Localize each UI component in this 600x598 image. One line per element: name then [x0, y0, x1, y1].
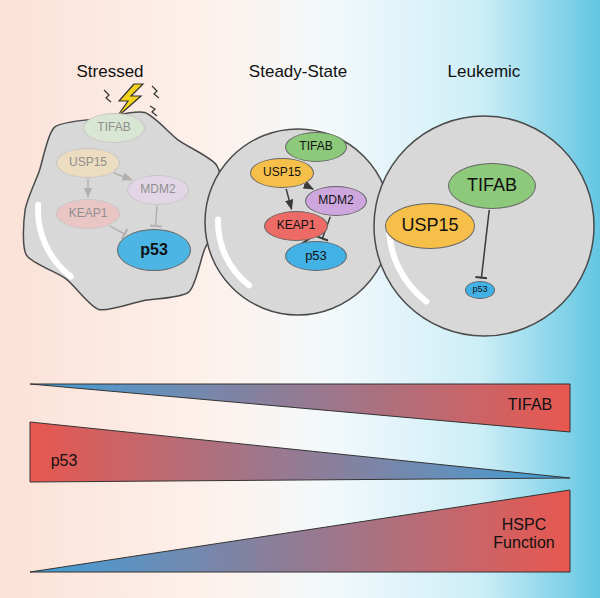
wedge-outline — [30, 384, 570, 432]
mdm2-node: MDM2 — [127, 175, 189, 205]
keap1-node: KEAP1 — [56, 199, 120, 229]
p53-node: p53 — [465, 281, 495, 300]
stressed-cell — [23, 112, 224, 310]
tifab-node: TIFAB — [285, 132, 347, 162]
p53-node: p53 — [117, 229, 191, 271]
protein-label: TIFAB — [299, 140, 332, 153]
protein-label: USP15 — [263, 166, 301, 179]
tifab-node: TIFAB — [83, 113, 145, 143]
wedge-outline — [30, 490, 570, 572]
inhibition-edge — [110, 226, 126, 235]
tifab-node: TIFAB — [448, 163, 536, 209]
gradient-wedge: TIFAB — [30, 384, 570, 432]
mdm2-node: MDM2 — [305, 186, 367, 216]
steady-cell — [205, 129, 391, 315]
nucleus-arc — [215, 216, 252, 288]
activation-arrow — [286, 189, 291, 209]
protein-label: KEAP1 — [277, 219, 316, 232]
protein-label: p53 — [305, 249, 327, 263]
protein-label: USP15 — [401, 216, 458, 236]
protein-label: p53 — [140, 241, 168, 259]
gradient-wedge: HSPC Function — [30, 490, 570, 572]
protein-label: USP15 — [69, 156, 107, 169]
panel-heading: Leukemic — [448, 62, 521, 82]
protein-label: TIFAB — [467, 176, 517, 196]
inhibition-edge — [156, 206, 157, 227]
usp15-node: USP15 — [250, 158, 313, 188]
protein-label: MDM2 — [140, 183, 175, 196]
gradient-wedge: p53 — [30, 422, 570, 482]
usp15-node: USP15 — [56, 148, 119, 178]
leukemic-cell — [374, 116, 594, 336]
panel-heading: Stressed — [76, 62, 143, 82]
activation-arrow — [304, 185, 313, 190]
protein-label: MDM2 — [318, 194, 353, 207]
panel-heading: Steady-State — [249, 62, 347, 82]
wedge-shape — [30, 384, 570, 432]
wedge-label: p53 — [44, 452, 84, 470]
activation-arrow — [113, 173, 131, 180]
wedge-shape — [30, 422, 570, 482]
protein-label: p53 — [472, 285, 487, 295]
wedge-shape — [30, 490, 570, 572]
usp15-node: USP15 — [385, 203, 476, 249]
protein-label: KEAP1 — [69, 207, 108, 220]
wedge-label: TIFAB — [500, 396, 560, 414]
activation-arrow — [87, 179, 89, 197]
wedge-label: HSPC Function — [484, 516, 564, 553]
p53-node: p53 — [285, 241, 347, 271]
keap1-node: KEAP1 — [264, 211, 328, 241]
protein-label: TIFAB — [97, 121, 130, 134]
wedge-outline — [30, 422, 570, 482]
inhibition-edge — [481, 210, 489, 279]
